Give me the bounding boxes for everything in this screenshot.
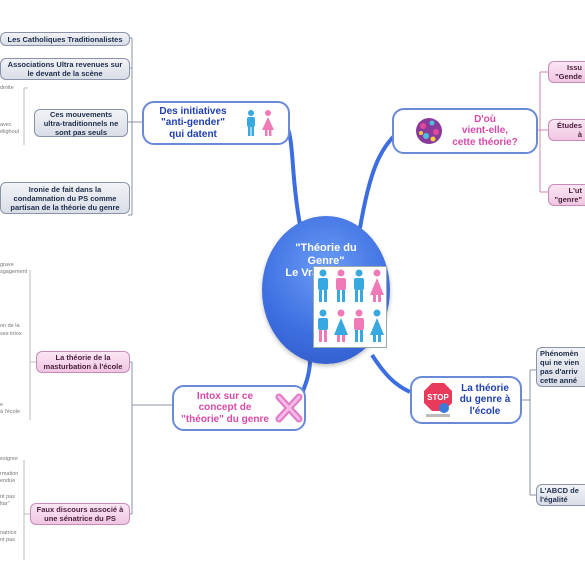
branch-ecole[interactable]: STOP La théorie du genre à l'école — [410, 376, 522, 424]
leaf-abcd-line1: L'ABCD de — [540, 486, 579, 495]
fragment-masturbation-mid-1: on de la — [0, 323, 20, 329]
branch-ecole-line2: du genre à — [459, 394, 511, 406]
fragment-masturbation-mid-2: ses intox — [0, 331, 22, 337]
leaf-etudes[interactable]: Études à — [548, 119, 585, 141]
branch-origin-line3: cette théorie? — [452, 136, 518, 148]
gender-pictogram-grid-svg — [318, 269, 384, 342]
leaf-abcd-line2: l'égalité — [540, 495, 568, 504]
branch-initiatives-text: Des initiatives "anti-gender" qui datent — [152, 106, 234, 141]
bracket-ecole — [522, 369, 536, 496]
leaf-phenomene-line2: qui ne vien — [540, 358, 580, 367]
fragment-mouvements-side-3: élighoul — [0, 129, 19, 135]
leaf-issu[interactable]: Issu "Gende — [548, 61, 585, 83]
leaf-faux-discours[interactable]: Faux discours associé à une sénatrice du… — [30, 503, 130, 525]
branch-ecole-line1: La théorie — [461, 382, 509, 394]
pictogram-row-bottom — [318, 309, 384, 342]
bracket-masturbation — [29, 270, 36, 420]
stop-sign-image-icon: STOP — [421, 381, 454, 419]
svg-text:STOP: STOP — [427, 393, 449, 402]
fragment-faux-mid-2: endue — [0, 478, 16, 484]
leaf-masturbation[interactable]: La théorie de la masturbation à l'école — [36, 351, 130, 373]
fragment-faux-low-1: natrice — [0, 530, 17, 536]
pink-x-icon — [275, 393, 303, 423]
branch-intox-line2: concept de — [198, 402, 252, 414]
central-topic-line1: "Théorie du — [295, 242, 357, 254]
leaf-associations-line2: le devant de la scène — [27, 69, 103, 78]
leaf-phenomene-line4: cette anné — [540, 376, 578, 385]
leaf-etudes-line1: Études — [556, 121, 582, 130]
fragment-faux-top-1: esignor — [0, 456, 19, 462]
leaf-phenomene-line3: pas d'arriv — [540, 367, 578, 376]
leaf-faux-discours-line1: Faux discours associé à — [36, 505, 124, 514]
pictogram-row-top — [318, 269, 384, 302]
bracket-faux — [23, 460, 30, 560]
leaf-mouvements-line2: ultra-traditionnels ne — [43, 118, 119, 128]
bracket-intox — [130, 361, 172, 515]
branch-origin[interactable]: D'où vient-elle, cette théorie? — [392, 108, 538, 154]
leaf-etudes-line2: à — [577, 130, 582, 139]
leaf-ironie-line2: condamnation du PS comme — [13, 193, 117, 203]
branch-initiatives-line3: qui datent — [169, 128, 217, 140]
virus-image-icon — [412, 114, 447, 148]
leaf-lut[interactable]: L'ut "genre" — [548, 184, 585, 206]
leaf-catholiques-label: Les Catholiques Traditionalistes — [7, 34, 123, 44]
branch-intox-text: Intox sur ce concept de "théorie" du gen… — [180, 391, 270, 426]
leaf-mouvements-line1: Ces mouvements — [49, 109, 113, 119]
leaf-lut-line2: "genre" — [554, 195, 582, 204]
leaf-abcd[interactable]: L'ABCD de l'égalité — [536, 484, 585, 506]
fragment-faux-mid2-2: ltar" — [0, 501, 10, 507]
leaf-faux-discours-line2: une sénatrice du PS — [44, 514, 116, 523]
fragment-faux-mid-1: rmation — [0, 471, 19, 477]
branch-initiatives[interactable]: Des initiatives "anti-gender" qui datent — [142, 101, 290, 145]
leaf-issu-line1: Issu — [566, 63, 582, 72]
leaf-catholiques[interactable]: Les Catholiques Traditionalistes — [0, 32, 130, 46]
connector-ecole — [370, 353, 411, 394]
fragment-mouvements-side-1: droite — [0, 85, 14, 91]
branch-origin-line2: vient-elle, — [461, 125, 509, 137]
leaf-lut-line1: L'ut — [568, 186, 582, 195]
leaf-masturbation-line1: La théorie de la — [55, 353, 111, 362]
fragment-masturbation-low-1: e — [0, 402, 4, 408]
branch-intox-line1: Intox sur ce — [196, 390, 254, 402]
branch-initiatives-line1: Des initiatives — [159, 105, 227, 117]
leaf-associations[interactable]: Associations Ultra revenues sur le devan… — [0, 58, 130, 80]
leaf-ironie[interactable]: Ironie de fait dans la condamnation du P… — [0, 182, 130, 214]
gender-pictogram-grid-icon — [313, 266, 387, 348]
branch-origin-line1: D'où — [474, 113, 496, 125]
connector-origin — [358, 133, 397, 229]
branch-intox-line3: "théorie" du genre — [181, 413, 269, 425]
leaf-associations-line1: Associations Ultra revenues sur — [7, 60, 123, 69]
leaf-phenomene[interactable]: Phénomèn qui ne vien pas d'arriv cette a… — [536, 347, 585, 387]
branch-intox[interactable]: Intox sur ce concept de "théorie" du gen… — [172, 385, 306, 431]
fragment-masturbation-top-1: grave — [0, 262, 14, 268]
leaf-issu-line2: "Gende — [555, 72, 582, 81]
leaf-ironie-line3: partisan de la théorie du genre — [10, 202, 120, 212]
bracket-initiatives — [128, 37, 142, 216]
branch-ecole-line3: l'école — [469, 405, 501, 417]
leaf-masturbation-line2: masturbation à l'école — [43, 362, 123, 371]
leaf-phenomene-line1: Phénomèn — [540, 349, 579, 358]
leaf-mouvements-line3: sont pas seuls — [54, 127, 108, 137]
fragment-masturbation-low-2: à l'école — [0, 409, 21, 415]
branch-initiatives-line2: "anti-gender" — [161, 117, 225, 129]
branch-origin-text: D'où vient-elle, cette théorie? — [452, 114, 518, 149]
fragment-mouvements-side-2: avec — [0, 122, 12, 128]
central-topic-line2: Genre" — [307, 254, 345, 267]
fragment-faux-low-2: nt pas — [0, 537, 15, 543]
leaf-mouvements[interactable]: Ces mouvements ultra-traditionnels ne so… — [34, 109, 128, 137]
restroom-figures-icon — [247, 110, 274, 136]
bracket-mouvements-side — [23, 87, 28, 145]
fragment-masturbation-top-2: sgagement — [0, 269, 28, 275]
fragment-faux-mid2-1: nt pas — [0, 494, 15, 500]
leaf-ironie-line1: Ironie de fait dans la — [28, 184, 102, 194]
branch-ecole-text: La théorie du genre à l'école — [460, 383, 511, 418]
